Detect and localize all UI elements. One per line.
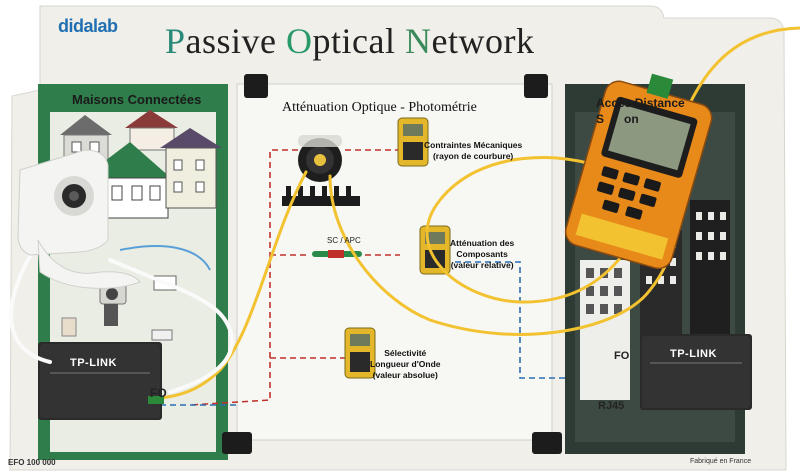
houses-illustration xyxy=(60,110,222,219)
power-meter-icon-1 xyxy=(397,117,429,167)
remote-access-title: Accès Distance S on xyxy=(596,96,685,126)
right-fo-label: FO xyxy=(614,350,630,362)
left-fo-label: FO xyxy=(150,386,167,400)
right-media-converter xyxy=(640,334,752,410)
optical-power-meter xyxy=(564,73,713,270)
power-meter-icon-2 xyxy=(419,225,451,275)
model-number: EFO 100 000 xyxy=(8,458,56,467)
attenuation-title: Atténuation Optique - Photométrie xyxy=(282,100,477,115)
red-dashed-circuit xyxy=(189,149,400,406)
sc-apc-connector xyxy=(312,250,362,258)
right-rj45-label: RJ45 xyxy=(598,400,625,412)
left-converter-brand: TP-LINK xyxy=(70,357,117,369)
label-mechanical-constraints: Contraintes Mécaniques (rayon de courbur… xyxy=(424,140,523,161)
left-media-converter xyxy=(38,342,162,420)
right-converter-brand: TP-LINK xyxy=(670,348,717,360)
label-component-attenuation: Atténuation des Composants (valeur relat… xyxy=(450,238,515,270)
sc-apc-label: SC / APC xyxy=(327,236,361,245)
power-meter-icon-3 xyxy=(344,327,376,379)
white-cables xyxy=(9,238,234,394)
webcam xyxy=(17,149,141,289)
maisons-title: Maisons Connectées xyxy=(72,92,202,107)
fiber-reel xyxy=(298,135,342,182)
brand-logo: didalab xyxy=(58,16,118,36)
blue-dashed-link xyxy=(160,261,610,406)
blue-cable xyxy=(119,245,211,271)
fiber-holder-bracket xyxy=(282,186,360,206)
page-title: Passive Optical Network xyxy=(165,21,535,61)
label-wavelength-selectivity: Sélectivité Longueur d'Onde (valeur abso… xyxy=(370,348,441,380)
made-in-france: Fabriqué en France xyxy=(690,458,752,465)
